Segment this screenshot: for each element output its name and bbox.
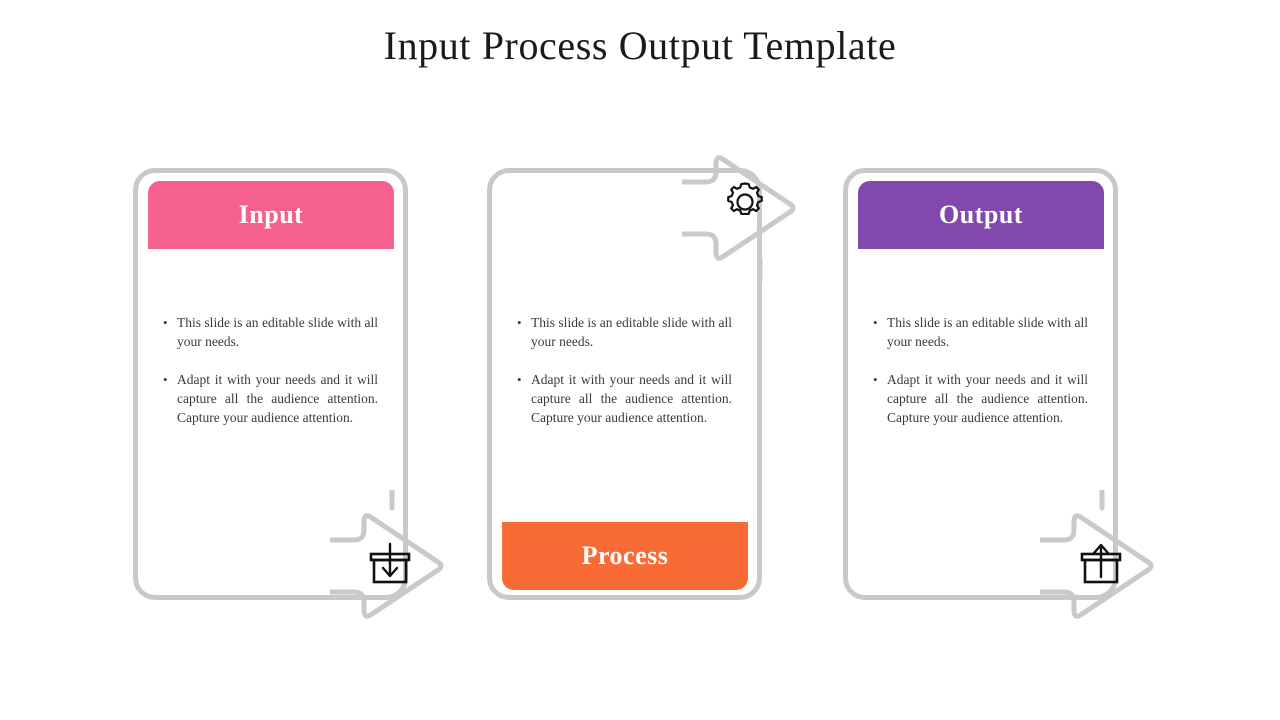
bullet-icon: • xyxy=(163,372,168,387)
bullet-icon: • xyxy=(163,315,168,330)
list-item: • This slide is an editable slide with a… xyxy=(163,313,378,351)
list-item: • This slide is an editable slide with a… xyxy=(517,313,732,351)
list-item: • Adapt it with your needs and it will c… xyxy=(873,370,1088,427)
banner-process[interactable]: Process xyxy=(502,522,748,590)
body-text-process: • This slide is an editable slide with a… xyxy=(517,313,732,427)
list-item-text: Adapt it with your needs and it will cap… xyxy=(887,372,1088,425)
bullet-icon: • xyxy=(873,315,878,330)
list-item-text: This slide is an editable slide with all… xyxy=(887,315,1088,349)
banner-output[interactable]: Output xyxy=(858,181,1104,249)
bullet-icon: • xyxy=(873,372,878,387)
list-item: • This slide is an editable slide with a… xyxy=(873,313,1088,351)
list-item-text: This slide is an editable slide with all… xyxy=(177,315,378,349)
list-item: • Adapt it with your needs and it will c… xyxy=(517,370,732,427)
list-item: • Adapt it with your needs and it will c… xyxy=(163,370,378,427)
body-text-output: • This slide is an editable slide with a… xyxy=(873,313,1088,427)
body-text-input: • This slide is an editable slide with a… xyxy=(163,313,378,427)
banner-input[interactable]: Input xyxy=(148,181,394,249)
list-item-text: Adapt it with your needs and it will cap… xyxy=(531,372,732,425)
list-item-text: Adapt it with your needs and it will cap… xyxy=(177,372,378,425)
list-item-text: This slide is an editable slide with all… xyxy=(531,315,732,349)
page-title: Input Process Output Template xyxy=(383,23,897,68)
bullet-icon: • xyxy=(517,372,522,387)
bullet-icon: • xyxy=(517,315,522,330)
